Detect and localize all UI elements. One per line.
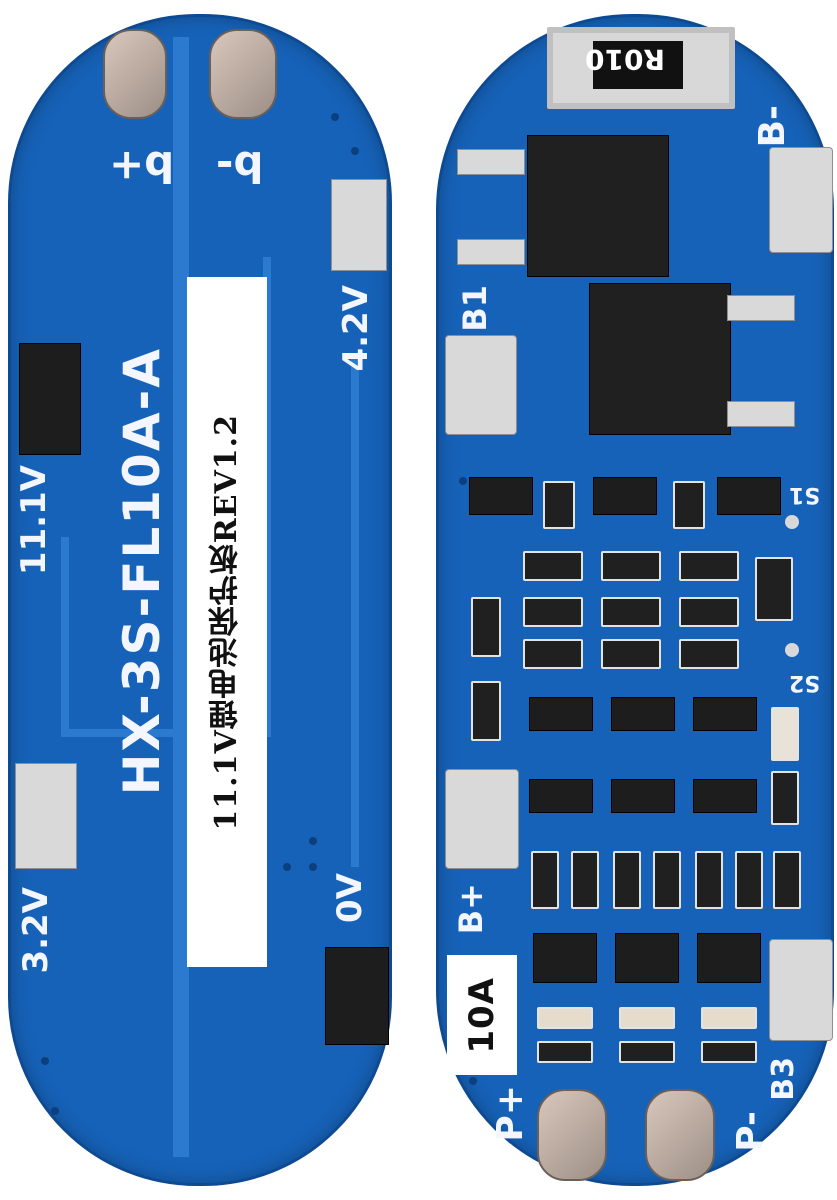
smd-resistor xyxy=(523,551,583,581)
via xyxy=(331,113,339,121)
current-rating-plate: 10A xyxy=(447,955,517,1075)
transistor xyxy=(611,779,675,813)
smd-resistor xyxy=(695,851,723,909)
smd-resistor xyxy=(523,639,583,669)
mosfet-pin xyxy=(727,401,795,427)
protection-ic xyxy=(533,933,597,983)
smd-resistor xyxy=(735,851,763,909)
test-pad-4v2 xyxy=(331,179,387,271)
transistor xyxy=(529,779,593,813)
test-pad-3v2 xyxy=(15,763,77,869)
test-pad-11v1 xyxy=(19,343,81,455)
smd-resistor xyxy=(613,851,641,909)
transistor xyxy=(611,697,675,731)
smd-resistor xyxy=(773,851,801,909)
pcb-board-back: b+ b- 4.2V 11.1V 3.2V 0V HX-3S-FL10A-A 1… xyxy=(8,14,392,1186)
smd-resistor xyxy=(679,551,739,581)
mosfet-bottom xyxy=(589,283,731,435)
smd-resistor xyxy=(619,1041,675,1063)
smd-resistor xyxy=(601,551,661,581)
smd-capacitor xyxy=(701,1007,757,1029)
model-text: HX-3S-FL10A-A xyxy=(113,347,171,796)
trace xyxy=(61,537,69,737)
via xyxy=(309,837,317,845)
smd-resistor xyxy=(531,851,559,909)
shunt-resistor xyxy=(547,27,735,109)
trace xyxy=(263,257,271,737)
smd-resistor xyxy=(537,1041,593,1063)
label-s2: S2 xyxy=(789,670,821,695)
label-b-minus: B- xyxy=(752,105,793,148)
smd-resistor xyxy=(523,597,583,627)
smd-resistor xyxy=(543,481,575,529)
trace xyxy=(351,357,359,867)
pad-b-plus xyxy=(103,29,167,119)
via xyxy=(785,643,799,657)
via xyxy=(41,1057,49,1065)
protection-ic xyxy=(697,933,761,983)
label-0v: 0V xyxy=(330,873,370,923)
transistor xyxy=(529,697,593,731)
label-4v2: 4.2V xyxy=(336,285,376,372)
pad-b-minus xyxy=(769,147,833,253)
pad-b3 xyxy=(769,939,833,1041)
via xyxy=(351,147,359,155)
mosfet-pin xyxy=(457,149,525,175)
smd-resistor xyxy=(601,639,661,669)
mosfet-pin xyxy=(727,295,795,321)
smd-resistor xyxy=(771,771,799,825)
mosfet-top xyxy=(527,135,669,277)
smd-resistor xyxy=(701,1041,757,1063)
pad-b1 xyxy=(445,335,517,435)
smd-capacitor xyxy=(755,557,793,621)
label-b3: B3 xyxy=(766,1057,801,1101)
transistor xyxy=(593,477,657,515)
smd-resistor xyxy=(571,851,599,909)
pad-p-minus xyxy=(645,1089,715,1181)
smd-resistor xyxy=(471,681,501,741)
via xyxy=(51,1107,59,1115)
via xyxy=(283,863,291,871)
smd-resistor xyxy=(653,851,681,909)
smd-capacitor xyxy=(537,1007,593,1029)
pad-b-plus xyxy=(445,769,519,869)
smd-resistor xyxy=(673,481,705,529)
smd-resistor xyxy=(471,597,501,657)
smd-capacitor xyxy=(771,707,799,761)
label-b-plus: b+ xyxy=(109,142,175,191)
via xyxy=(309,863,317,871)
label-10a: 10A xyxy=(462,976,502,1054)
smd-resistor xyxy=(679,597,739,627)
test-pad-0v xyxy=(325,947,389,1045)
label-11v1: 11.1V xyxy=(14,465,54,576)
pad-p-plus xyxy=(537,1089,607,1181)
product-label: 11.1V锂电池保护板REV1.2 xyxy=(187,277,267,967)
label-p-minus: P- xyxy=(730,1111,771,1152)
product-text: 11.1V锂电池保护板REV1.2 xyxy=(209,413,244,831)
via xyxy=(785,515,799,529)
transistor xyxy=(693,697,757,731)
protection-ic xyxy=(615,933,679,983)
via xyxy=(459,477,467,485)
via xyxy=(469,1077,477,1085)
label-b-plus: B+ xyxy=(452,883,490,935)
label-r010: R010 xyxy=(585,43,666,76)
transistor xyxy=(469,477,533,515)
smd-capacitor xyxy=(619,1007,675,1029)
label-b-minus: b- xyxy=(216,142,264,191)
smd-resistor xyxy=(679,639,739,669)
trace xyxy=(61,729,271,737)
pad-b-minus xyxy=(209,29,277,119)
transistor xyxy=(693,779,757,813)
pcb-board-front: R010 B- B1 S1 S2 B+ xyxy=(436,14,834,1186)
smd-resistor xyxy=(601,597,661,627)
trace xyxy=(173,37,189,1157)
mosfet-pin xyxy=(457,239,525,265)
label-p-plus: P+ xyxy=(490,1085,531,1142)
label-3v2: 3.2V xyxy=(16,887,56,974)
label-s1: S1 xyxy=(789,482,821,507)
transistor xyxy=(717,477,781,515)
label-b1: B1 xyxy=(456,285,494,332)
